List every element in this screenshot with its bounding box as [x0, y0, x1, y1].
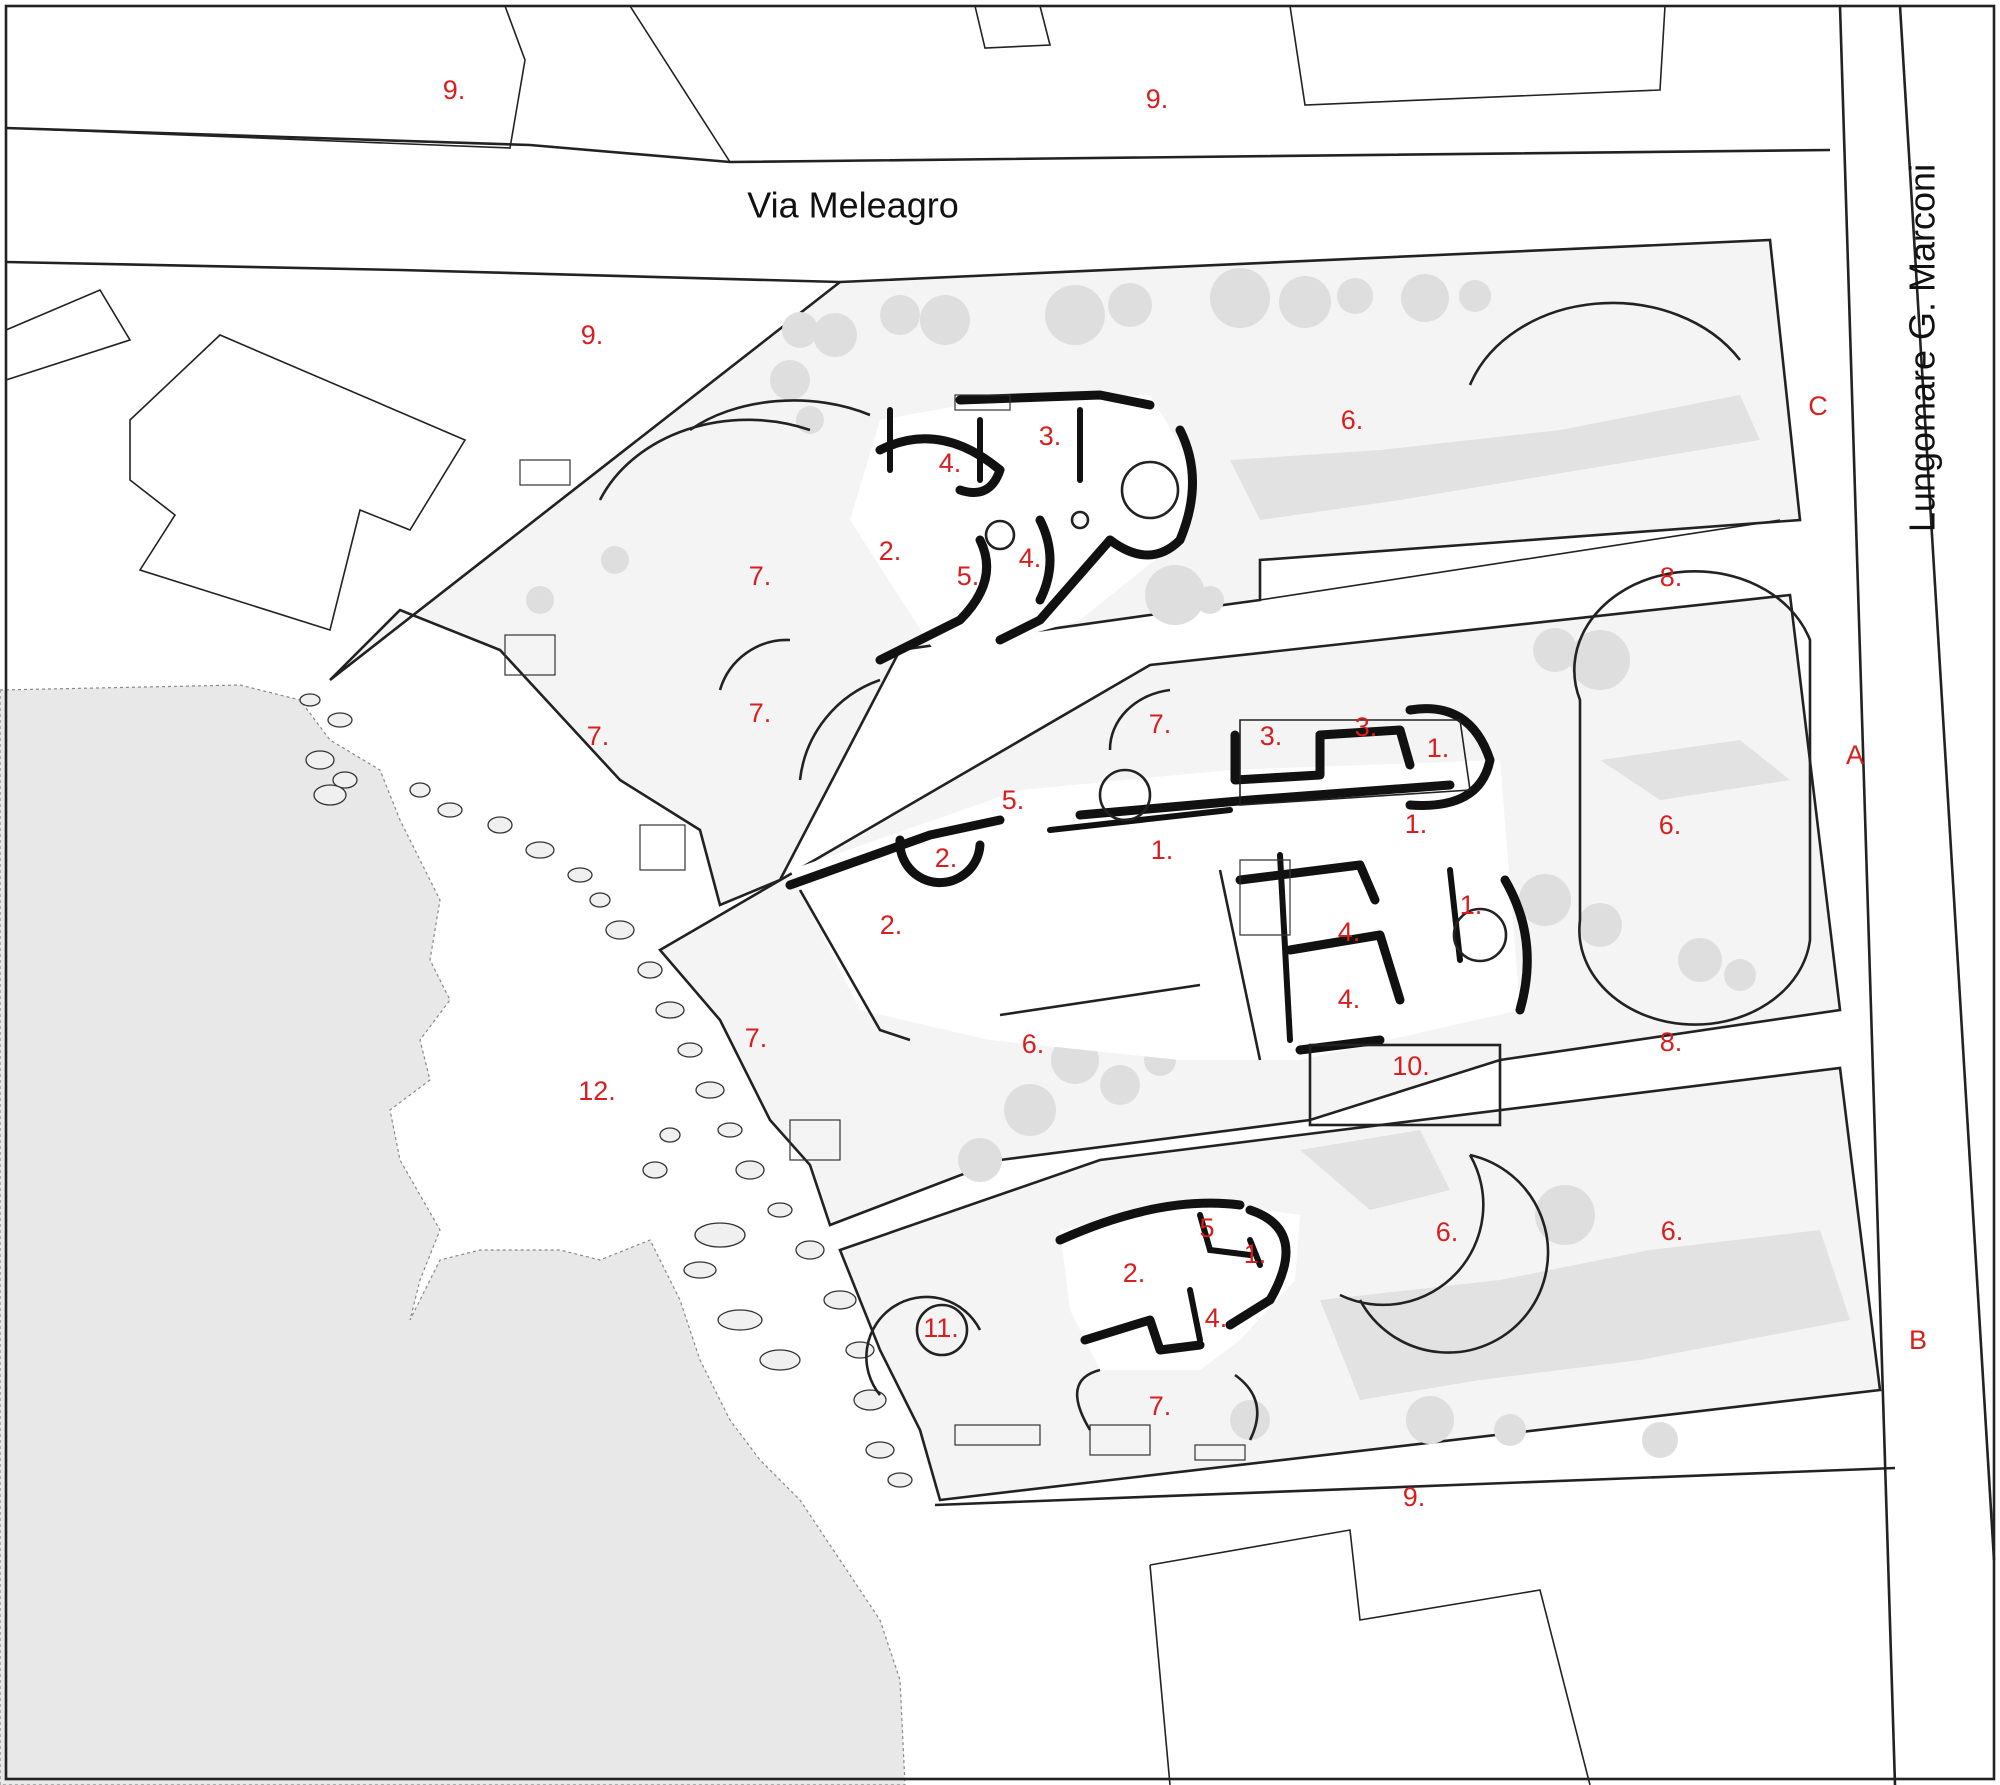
label-3: 3.	[1355, 712, 1378, 742]
section-marker-a: A	[1846, 740, 1864, 770]
curved-walls	[598, 301, 1812, 1396]
frame	[4, 4, 1996, 1781]
label-3: 3.	[1260, 721, 1283, 751]
label-1: 1.	[1427, 733, 1450, 763]
label-5: 5.	[957, 561, 980, 591]
label-5: 5.	[1002, 785, 1025, 815]
sea-area	[0, 684, 906, 1785]
label-2: 2.	[880, 910, 903, 940]
label-3: 3.	[1039, 421, 1062, 451]
label-1: 1.	[1460, 890, 1483, 920]
label-7: 7.	[745, 1023, 768, 1053]
label-6: 6.	[1661, 1216, 1684, 1246]
section-marker-b: B	[1909, 1325, 1927, 1355]
label-1: 1.	[1405, 809, 1428, 839]
label-4: 4.	[1338, 984, 1361, 1014]
label-8: 8.	[1660, 562, 1683, 592]
street-via-meleagro: Via Meleagro	[747, 185, 958, 226]
street-edges	[5, 5, 1996, 1785]
street-lungomare-marconi: Lungomare G. Marconi	[1902, 164, 1943, 532]
label-2: 2.	[1123, 1258, 1146, 1288]
lot-south	[838, 1066, 1882, 1502]
rocks	[299, 693, 913, 1488]
label-12: 12.	[578, 1076, 616, 1106]
label-7: 7.	[749, 561, 772, 591]
label-7: 7.	[1149, 709, 1172, 739]
house-south	[915, 1198, 1300, 1461]
label-6: 6.	[1436, 1217, 1459, 1247]
label-2: 2.	[935, 843, 958, 873]
label-5: 5	[1199, 1213, 1214, 1243]
label-7: 7.	[749, 698, 772, 728]
label-4: 4.	[1205, 1303, 1228, 1333]
house-north	[850, 390, 1197, 665]
label-6: 6.	[1341, 405, 1364, 435]
label-7: 7.	[587, 721, 610, 751]
label-11: 11.	[923, 1313, 959, 1343]
neighbor-buildings	[5, 5, 1666, 1785]
label-1: 1.	[1151, 835, 1174, 865]
label-4: 4.	[1019, 543, 1042, 573]
label-9: 9.	[1146, 84, 1169, 114]
label-10: 10.	[1392, 1051, 1430, 1081]
stairs	[504, 459, 841, 1161]
label-9: 9.	[443, 75, 466, 105]
label-4: 4.	[1338, 917, 1361, 947]
label-2: 2.	[879, 536, 902, 566]
label-4: 4.	[939, 448, 962, 478]
label-6: 6.	[1022, 1029, 1045, 1059]
section-marker-c: C	[1808, 391, 1828, 421]
label-9: 9.	[581, 320, 604, 350]
label-8: 8.	[1660, 1027, 1683, 1057]
house-middle	[785, 704, 1532, 1127]
trees	[526, 268, 1756, 1458]
label-1: 1.	[1244, 1239, 1267, 1269]
label-7: 7.	[1149, 1391, 1172, 1421]
label-6: 6.	[1659, 810, 1682, 840]
label-9: 9.	[1403, 1482, 1426, 1512]
